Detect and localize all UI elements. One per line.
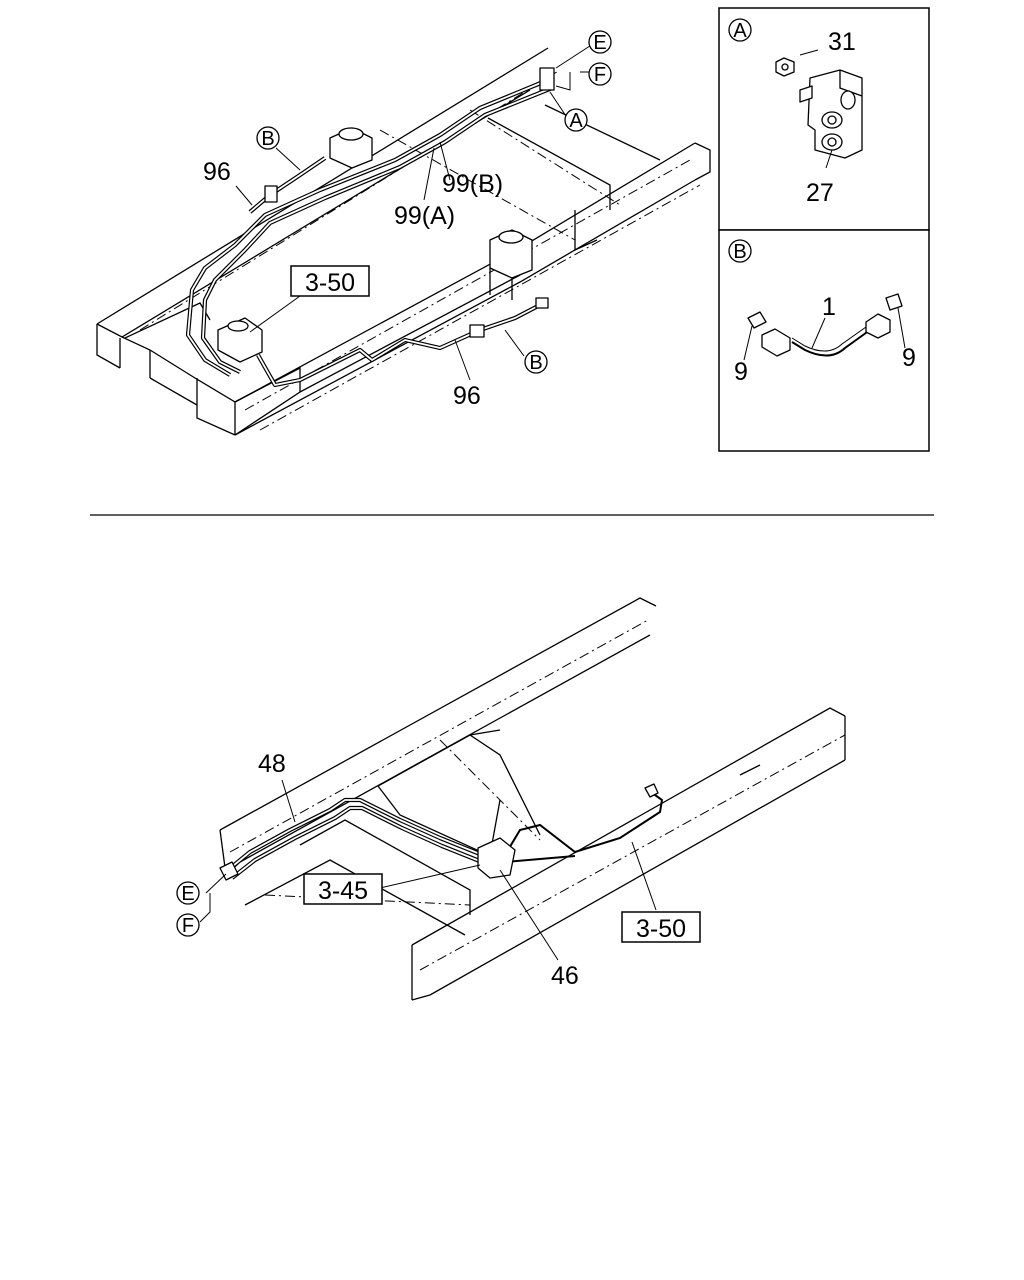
ref-box-3-50-lower <box>621 911 701 943</box>
callout-e-circle <box>588 30 612 54</box>
lower-callout-f-label: F <box>182 915 194 937</box>
detail-a-part-27-label: 27 <box>806 179 834 207</box>
ref-box-3-50-upper <box>290 265 370 297</box>
detail-b-marker-label: B <box>733 241 746 263</box>
detail-b-part-9-left-label: 9 <box>734 358 748 386</box>
detail-b-hose-drawing <box>743 293 906 361</box>
detail-a-fitting-drawing <box>775 49 863 169</box>
callout-e-label: E <box>593 32 606 54</box>
ref-box-3-45 <box>303 873 383 905</box>
callout-f-circle <box>588 62 612 86</box>
part-99a-label: 99(A) <box>394 202 455 230</box>
callout-b-upper-label: B <box>261 128 274 150</box>
part-96-lower-label: 96 <box>453 382 481 410</box>
callout-a-circle <box>564 108 588 132</box>
detail-b-panel <box>718 229 930 452</box>
lower-frame-drawing <box>219 597 846 1001</box>
lower-callout-f-circle <box>176 913 200 937</box>
detail-a-marker-circle <box>728 18 752 42</box>
detail-a-part-31-label: 31 <box>828 28 856 56</box>
lower-callout-e-label: E <box>181 883 194 905</box>
callout-f-label: F <box>594 64 606 86</box>
part-96-upper-label: 96 <box>203 158 231 186</box>
callout-b-upper-circle <box>256 126 280 150</box>
callout-b-lower-circle <box>524 350 548 374</box>
lower-brake-pipes <box>219 783 664 881</box>
callout-b-lower-label: B <box>529 352 542 374</box>
detail-a-marker-label: A <box>733 20 747 42</box>
part-48-label: 48 <box>258 750 286 778</box>
callout-a-label: A <box>569 110 583 132</box>
upper-leader-lines <box>235 41 597 381</box>
ref-box-3-50-upper-label: 3-50 <box>305 269 355 297</box>
detail-b-part-9-right-label: 9 <box>902 344 916 372</box>
ref-box-3-50-lower-label: 3-50 <box>636 915 686 943</box>
detail-b-part-1-label: 1 <box>822 293 836 321</box>
ref-box-3-45-label: 3-45 <box>318 877 368 905</box>
upper-brake-pipes <box>185 67 555 388</box>
lower-callout-e-circle <box>176 881 200 905</box>
part-46-label: 46 <box>551 962 579 990</box>
part-99b-label: 99(B) <box>442 170 503 198</box>
lower-leader-lines <box>199 779 657 961</box>
upper-frame-drawing <box>96 47 711 436</box>
detail-b-marker-circle <box>728 239 752 263</box>
